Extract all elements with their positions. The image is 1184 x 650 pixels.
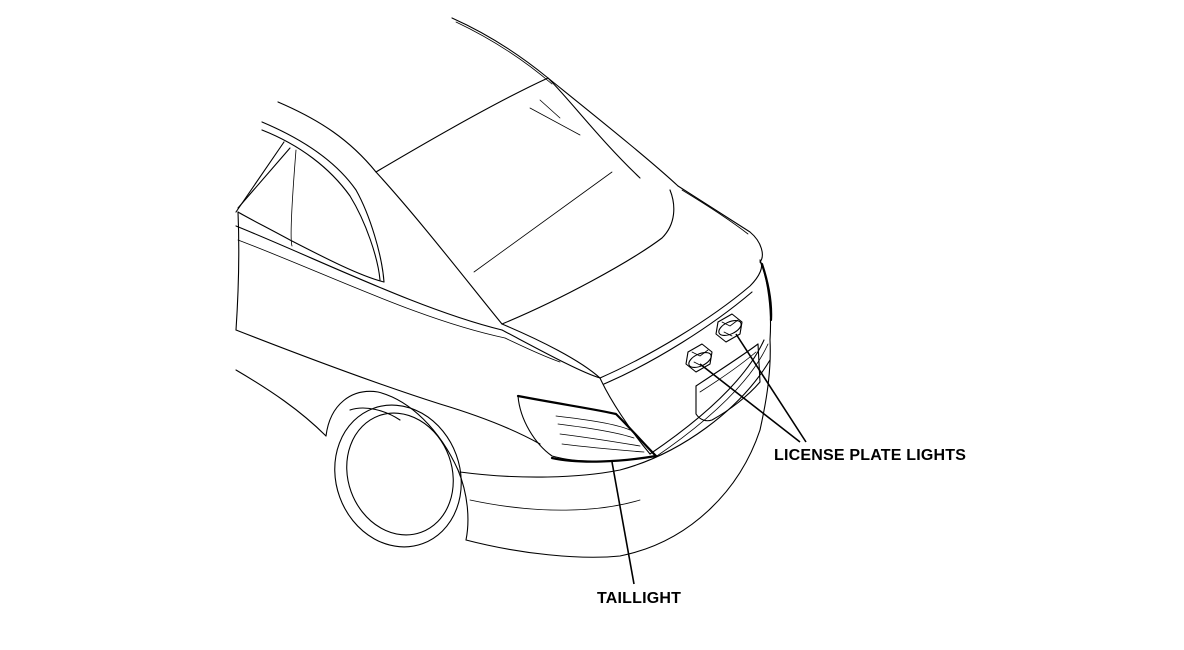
license-plate-recess xyxy=(695,343,761,422)
rear-bumper xyxy=(459,259,773,558)
roof-outline xyxy=(451,17,679,187)
rear-wheel xyxy=(325,390,469,548)
license-leader-1 xyxy=(699,363,801,443)
rear-window xyxy=(375,77,763,325)
trunk-lid xyxy=(501,261,769,459)
side-window xyxy=(235,101,385,283)
license-plate-light-left xyxy=(685,343,713,373)
body-side xyxy=(235,211,601,445)
license-plate-lights-label: LICENSE PLATE LIGHTS xyxy=(774,447,967,464)
taillight-leader xyxy=(611,461,635,585)
license-plate-light-right xyxy=(715,313,743,343)
taillight xyxy=(516,394,658,463)
leader-lines xyxy=(611,333,807,585)
taillight-label: TAILLIGHT xyxy=(597,590,682,607)
license-leader-2 xyxy=(735,333,807,443)
